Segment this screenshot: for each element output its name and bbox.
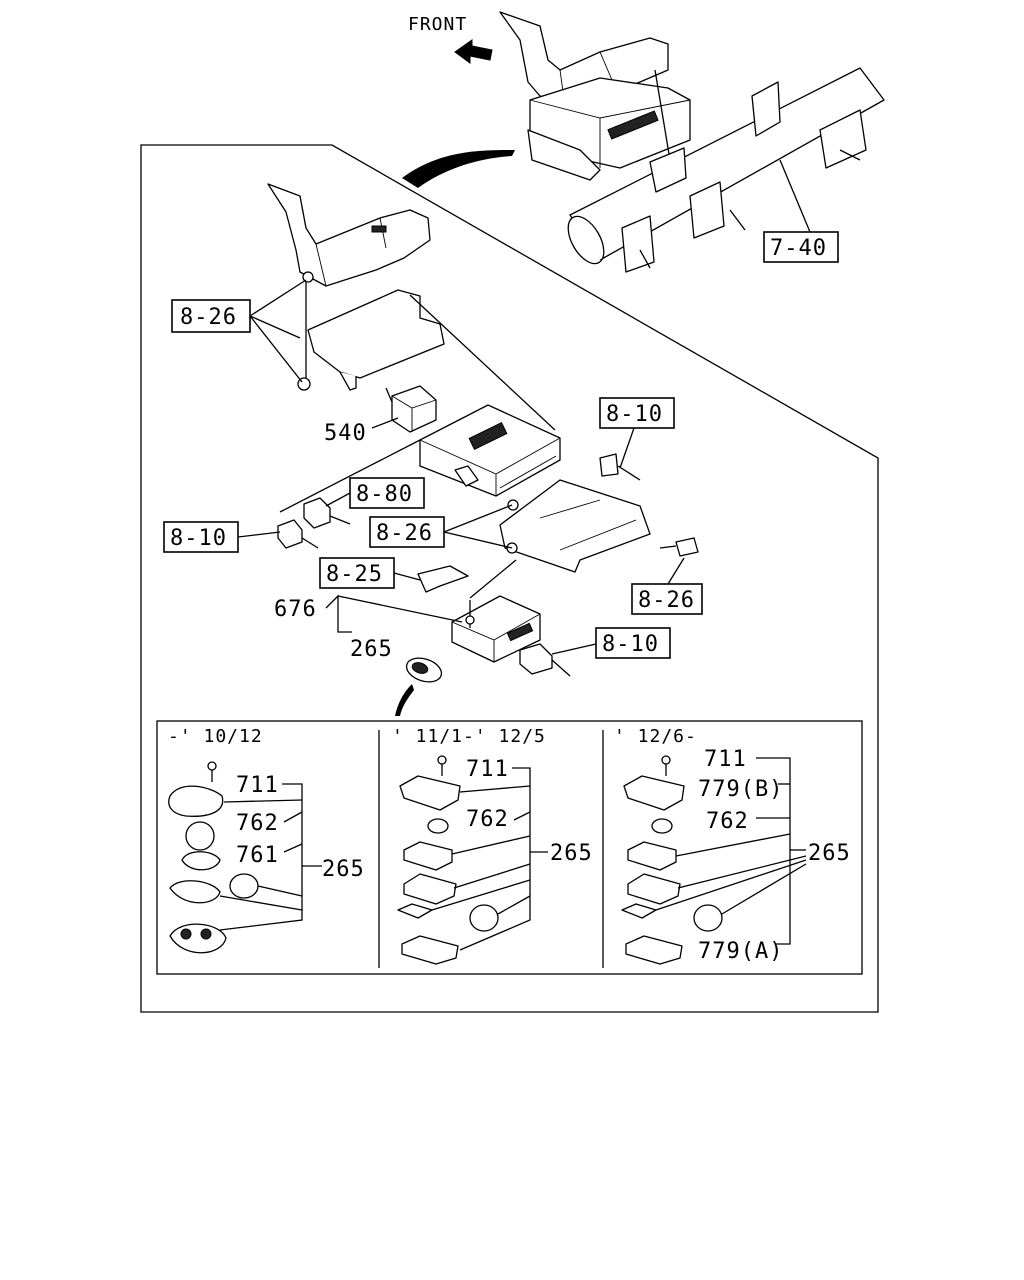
panel-3-label-265: 265	[808, 841, 851, 866]
panel-3-label-779a: 779(A)	[698, 939, 783, 964]
panel-1-label-761: 761	[236, 843, 279, 868]
top-assembly: 7-40	[499, 11, 885, 273]
callout-8-25: 8-25	[326, 562, 383, 587]
callout-676: 676	[274, 597, 317, 622]
panel-1-label-762: 762	[236, 811, 279, 836]
panel-3-title: ' 12/6-	[614, 726, 697, 747]
callout-box-8-26-c	[631, 583, 703, 615]
panel-2: ' 11/1-' 12/5 711 762 265	[392, 726, 593, 965]
panel-1-title: -' 10/12	[168, 726, 263, 747]
relay-540: 540	[324, 385, 437, 446]
panel-2-label-265: 265	[550, 841, 593, 866]
callout-box-7-40	[763, 231, 839, 263]
fob-arrow-icon	[395, 684, 414, 716]
panel-2-label-711: 711	[466, 757, 509, 782]
callout-8-10-b: 8-10	[170, 526, 227, 551]
callout-8-26-a: 8-26	[180, 305, 237, 330]
callout-box-8-26-b	[369, 516, 445, 548]
variants-box	[156, 720, 863, 975]
panel-1-label-265: 265	[322, 857, 365, 882]
callout-8-10-a: 8-10	[606, 402, 663, 427]
panel-2-title: ' 11/1-' 12/5	[392, 726, 546, 747]
callout-8-80: 8-80	[356, 482, 413, 507]
detail-arrow-icon	[402, 150, 515, 188]
callout-8-26-b: 8-26	[376, 521, 433, 546]
ecu-module	[419, 404, 561, 497]
panel-2-label-762: 762	[466, 807, 509, 832]
callout-7-40: 7-40	[770, 236, 827, 261]
callout-8-26-c: 8-26	[638, 588, 695, 613]
callout-box-8-10-b	[163, 521, 239, 553]
connectors-left	[277, 497, 351, 549]
callout-box-8-10-a	[599, 397, 675, 429]
callout-540: 540	[324, 421, 367, 446]
front-indicator: FRONT	[408, 14, 493, 64]
callout-box-8-10-c	[595, 627, 671, 659]
lower-bracket	[499, 479, 651, 573]
callout-box-8-26-a	[171, 299, 251, 333]
callout-265: 265	[350, 637, 393, 662]
detail-frame	[140, 144, 879, 1013]
ecu-bracket	[267, 183, 445, 403]
key-fob-icon	[405, 657, 443, 683]
panel-3-label-762: 762	[706, 809, 749, 834]
panel-3-label-711: 711	[704, 747, 747, 772]
panel-3-label-779b: 779(B)	[698, 777, 783, 802]
panel-3: ' 12/6- 711 779(B) 762 265 779(A)	[614, 726, 851, 965]
panel-1-label-711: 711	[236, 773, 279, 798]
front-label: FRONT	[408, 14, 467, 35]
receiver-676	[451, 559, 541, 663]
panel-1: -' 10/12 711 762 761 265	[168, 726, 365, 954]
front-arrow-icon	[454, 39, 493, 64]
callout-8-10-c: 8-10	[602, 632, 659, 657]
